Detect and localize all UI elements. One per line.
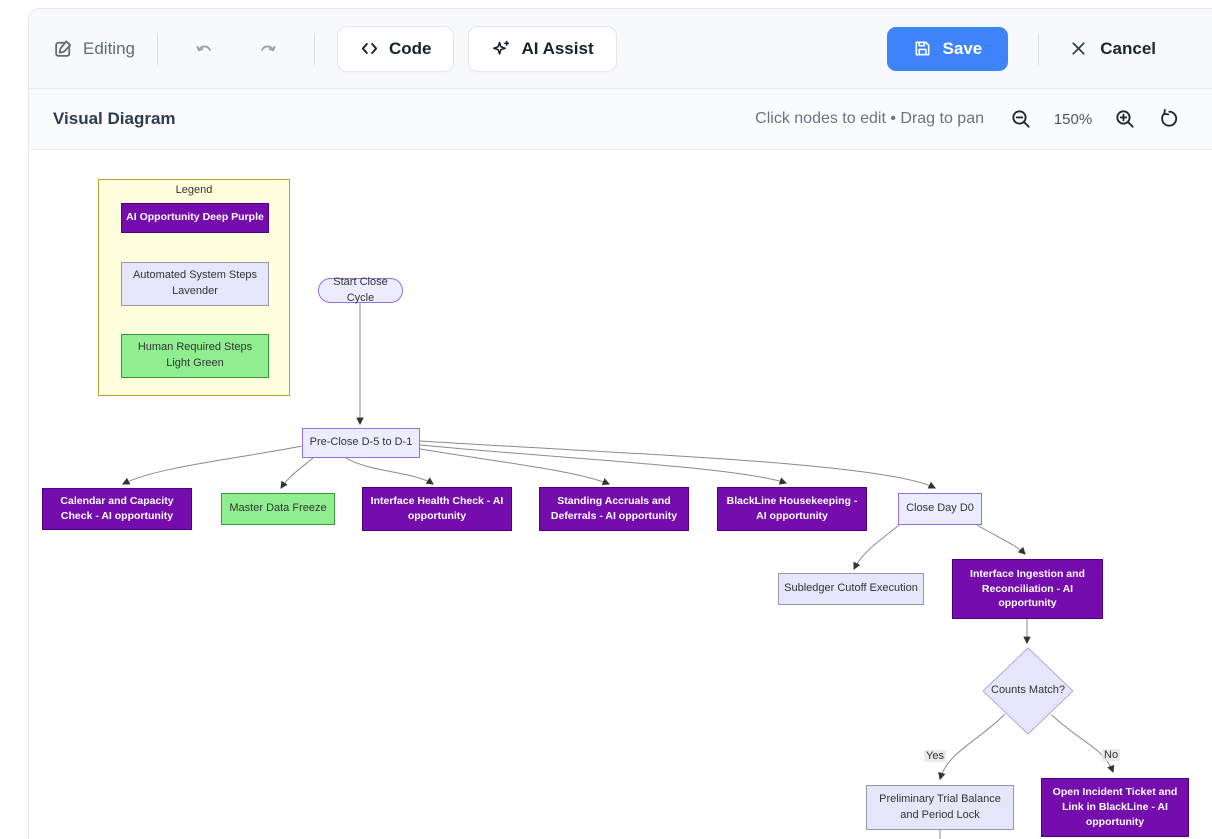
edge-label-no: No [1102, 749, 1121, 761]
zoom-in-button[interactable] [1112, 106, 1138, 132]
flow-node-open-incident-ticket[interactable]: Open Incident Ticket and Link in BlackLi… [1041, 778, 1189, 837]
flow-node-interface-health-check[interactable]: Interface Health Check - AI opportunity [362, 487, 512, 531]
zoom-in-icon [1116, 110, 1134, 128]
flow-node-preclose[interactable]: Pre-Close D-5 to D-1 [302, 428, 420, 458]
legend: Legend AI Opportunity Deep Purple Automa… [98, 179, 290, 396]
flow-node-start[interactable]: Start Close Cycle [318, 276, 403, 304]
cancel-button[interactable]: Cancel [1069, 39, 1156, 59]
close-x-icon [1072, 42, 1085, 55]
legend-item-human-steps[interactable]: Human Required Steps Light Green [121, 334, 269, 378]
code-button-label: Code [388, 38, 432, 58]
toolbar-separator [156, 32, 158, 65]
save-button-label: Save [942, 38, 983, 58]
legend-item-automated-steps[interactable]: Automated System Steps Lavender [121, 262, 269, 306]
ai-sparkle-icon [493, 40, 510, 55]
toolbar-separator [1038, 32, 1040, 65]
flow-node-close-day-d0[interactable]: Close Day D0 [898, 493, 982, 525]
undo-icon [196, 45, 211, 52]
toolbar-separator [313, 32, 315, 65]
edge-label-yes: Yes [924, 750, 946, 762]
flow-node-calendar-capacity[interactable]: Calendar and Capacity Check - AI opportu… [42, 488, 192, 530]
editing-mode-indicator: Editing [53, 38, 135, 59]
edit-pencil-icon [55, 40, 72, 57]
cancel-button-label: Cancel [1100, 38, 1156, 58]
code-icon [361, 42, 378, 55]
decision-diamond-shape [982, 647, 1074, 735]
zoom-out-icon [1012, 110, 1030, 128]
zoom-out-button[interactable] [1008, 106, 1034, 132]
reset-view-button[interactable] [1156, 106, 1182, 132]
zoom-level: 150% [1053, 110, 1093, 128]
page-title: Visual Diagram [53, 109, 176, 128]
save-floppy-icon [915, 41, 930, 56]
flow-edges [121, 303, 1115, 839]
diagram-canvas[interactable]: Legend AI Opportunity Deep Purple Automa… [29, 150, 1212, 839]
ai-assist-button-label: AI Assist [521, 38, 594, 58]
ai-assist-button[interactable]: AI Assist [468, 25, 617, 72]
redo-icon [261, 45, 276, 52]
flow-node-preliminary-trial-balance[interactable]: Preliminary Trial Balance and Period Loc… [866, 785, 1014, 830]
save-button[interactable]: Save [886, 26, 1009, 71]
interaction-hint: Click nodes to edit • Drag to pan [755, 110, 984, 127]
editor-toolbar: Editing Code [29, 9, 1212, 89]
legend-item-ai-opportunity[interactable]: AI Opportunity Deep Purple [121, 203, 269, 233]
undo-button[interactable] [180, 32, 229, 65]
editing-label: Editing [83, 38, 135, 58]
flow-node-interface-ingestion[interactable]: Interface Ingestion and Reconciliation -… [952, 559, 1103, 619]
flow-node-master-data-freeze[interactable]: Master Data Freeze [221, 493, 335, 525]
redo-button[interactable] [243, 32, 292, 65]
legend-title: Legend [175, 184, 213, 196]
flow-node-counts-match[interactable]: Counts Match? [991, 684, 1065, 696]
reset-rotate-icon [1161, 109, 1178, 127]
flow-node-blackline-housekeeping[interactable]: BlackLine Housekeeping - AI opportunity [717, 487, 867, 531]
diagram-editor-panel: Editing Code [28, 8, 1212, 839]
code-button[interactable]: Code [336, 25, 455, 72]
diagram-header: Visual Diagram Click nodes to edit • Dra… [29, 89, 1212, 150]
flow-node-standing-accruals[interactable]: Standing Accruals and Deferrals - AI opp… [539, 487, 689, 531]
flow-node-subledger-cutoff[interactable]: Subledger Cutoff Execution [778, 573, 924, 605]
